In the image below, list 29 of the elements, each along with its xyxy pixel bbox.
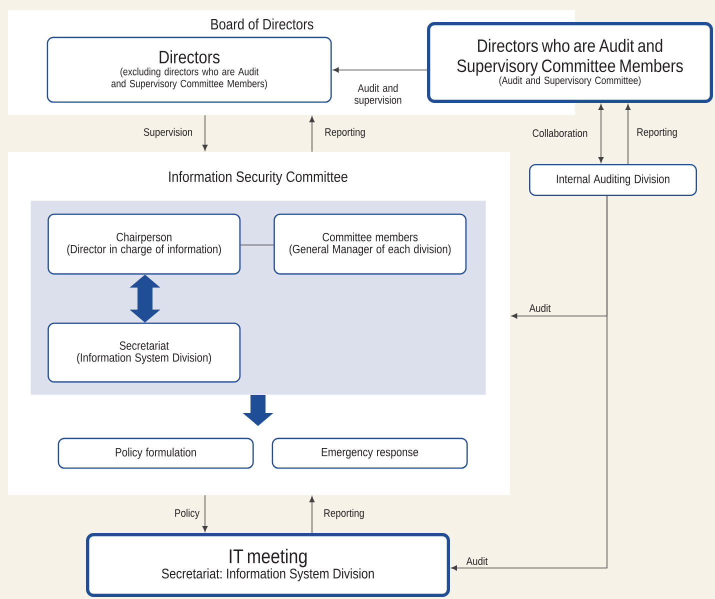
bordered-box: Directors who are Audit and Supervisory Committee Members (Audit and Supervisory Committee) — [427, 22, 713, 103]
edge-label: Reporting — [325, 128, 365, 138]
edge-label: Collaboration — [532, 128, 588, 138]
rounded-box: Chairperson (Director in charge of information) — [48, 214, 241, 275]
arrow — [451, 196, 608, 571]
edge-label: Reporting — [637, 128, 677, 138]
arrow — [332, 67, 428, 73]
edge-label: Policy — [175, 508, 200, 520]
arrow — [202, 494, 208, 532]
edge-label: Reporting — [324, 508, 364, 520]
rounded-box: Secretariat (Information System Division) — [48, 322, 241, 383]
rounded-box: Committee members (General Manager of each division) — [274, 214, 467, 275]
panel-title: Information Security Committee — [169, 171, 348, 185]
edge-label: Audit — [466, 556, 488, 566]
arrow — [598, 104, 604, 163]
arrow — [625, 104, 631, 164]
bordered-box: IT meeting Secretariat: Information System Division — [86, 533, 450, 597]
arrow — [202, 114, 208, 151]
edge-label: Audit and supervision — [354, 84, 402, 106]
rounded-box: Emergency response — [272, 438, 468, 469]
panel-title: Board of Directors — [211, 18, 314, 30]
rounded-box: Internal Auditing Division — [529, 164, 697, 196]
connector-line — [240, 244, 274, 246]
rounded-box: Directors (excluding directors who are Audit and Supervisory Committee Members) — [46, 36, 332, 103]
edge-label: Supervision — [144, 128, 192, 138]
arrow — [309, 116, 315, 152]
arrow — [309, 496, 315, 534]
edge-label: Audit — [529, 304, 551, 312]
rounded-box: Policy formulation — [58, 438, 254, 469]
